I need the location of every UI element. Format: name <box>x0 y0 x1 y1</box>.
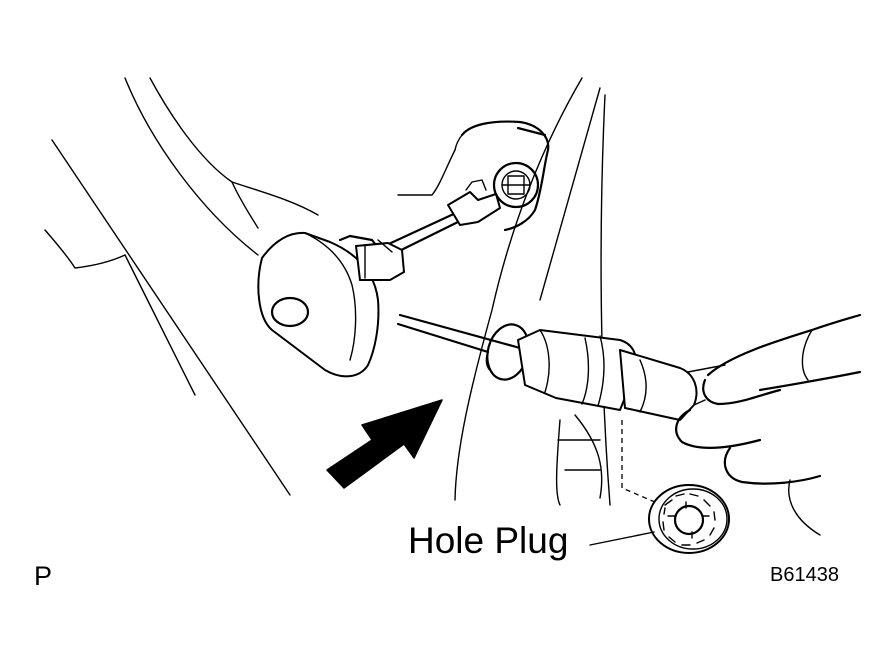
lock-bracket <box>397 120 550 232</box>
arrow-up-right-icon <box>326 399 443 489</box>
hole-plug-leader <box>621 420 663 506</box>
door-handle <box>257 231 405 378</box>
hand <box>675 313 862 536</box>
tool-shaft <box>396 313 530 381</box>
door-inner-panel <box>454 77 611 506</box>
door-trim-outline <box>44 77 319 496</box>
hole-plug-label-leader <box>589 531 655 546</box>
lock-rod <box>378 179 501 260</box>
hole-plug-label: Hole Plug <box>408 520 569 561</box>
hole-plug-icon <box>648 484 730 554</box>
socket-tool <box>517 329 726 421</box>
corner-mark: P <box>34 561 53 591</box>
figure-code: B61438 <box>770 564 839 586</box>
